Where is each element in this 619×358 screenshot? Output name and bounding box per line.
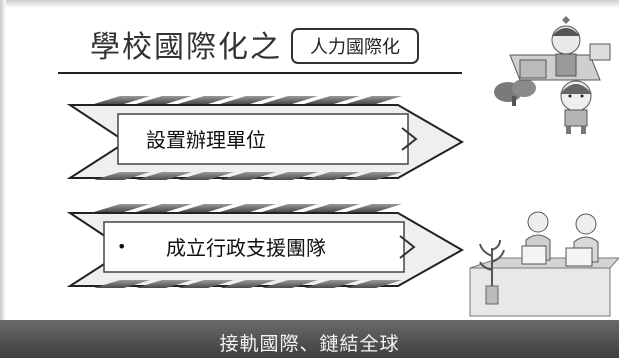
footer-text: 接軌國際、鏈結全球	[219, 333, 400, 355]
slide-left-edge	[0, 0, 6, 358]
item-label-1: 設置辦理單位	[146, 128, 266, 152]
office-workers-image	[469, 211, 619, 317]
title-box: 人力國際化	[291, 28, 419, 64]
footer-bar	[0, 320, 619, 358]
arrow-banner-1	[66, 96, 465, 180]
title-underline	[58, 72, 462, 74]
slide-top-edge	[0, 0, 619, 8]
item-label-2: 成立行政支援團隊	[166, 236, 326, 260]
arrow-banner-2	[66, 204, 465, 288]
slide-title: 學校國際化之	[90, 30, 282, 65]
item-bullet-2: •	[117, 237, 127, 256]
kids-at-desk-image	[494, 16, 611, 134]
